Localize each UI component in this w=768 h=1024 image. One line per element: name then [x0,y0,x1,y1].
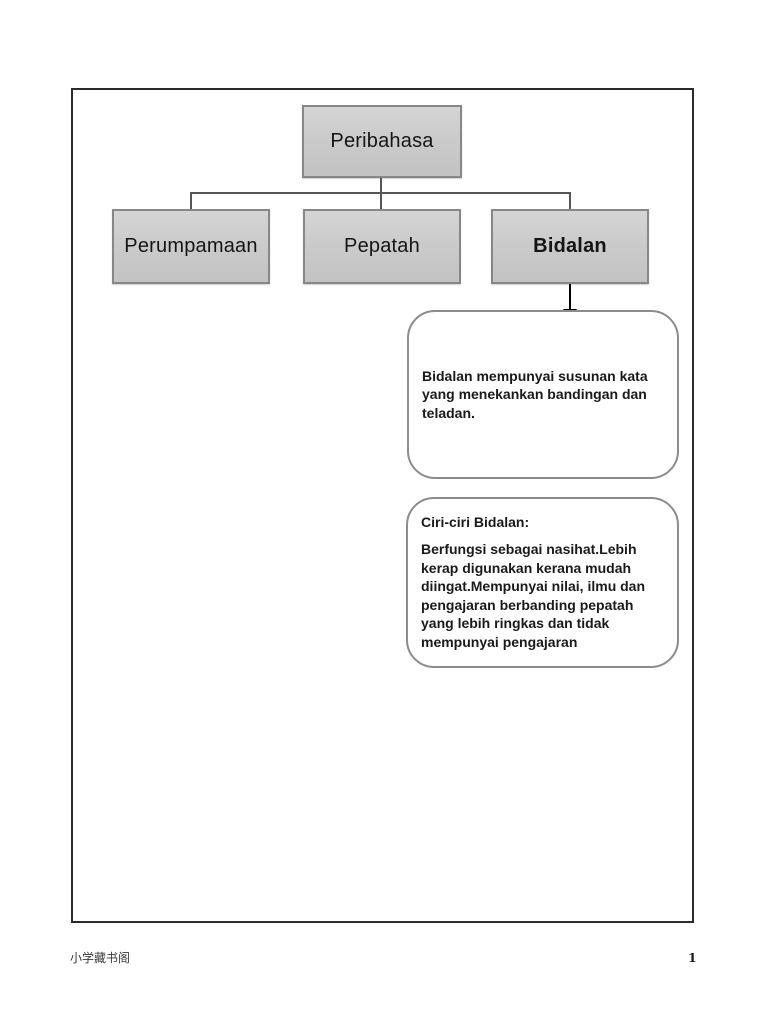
diagram-node-pepatah: Pepatah [303,209,461,284]
footer-watermark-text: 小学藏书阁 [70,951,131,965]
callout-bidalan-characteristics: Ciri-ciri Bidalan: Berfungsi sebagai nas… [406,497,679,668]
callout-characteristics-heading: Ciri-ciri Bidalan: [421,514,530,530]
down-arrow-line [569,284,571,310]
node-label-pepatah: Pepatah [344,235,420,257]
node-label-peribahasa: Peribahasa [330,130,434,152]
connector-drop-bidalan [569,192,571,210]
diagram-node-peribahasa: Peribahasa [302,105,462,178]
connector-root-stem [380,178,382,194]
diagram-node-perumpamaan: Perumpamaan [112,209,270,284]
node-label-perumpamaan: Perumpamaan [124,235,258,257]
connector-drop-perumpamaan [190,192,192,210]
callout-characteristics-body: Berfungsi sebagai nasihat.Lebih kerap di… [421,541,646,650]
callout-definition-text: Bidalan mempunyai susunan kata yang mene… [422,367,648,421]
page-number: 1 [688,950,697,965]
node-label-bidalan: Bidalan [533,235,607,257]
diagram-node-bidalan: Bidalan [491,209,649,284]
connector-drop-pepatah [380,192,382,210]
callout-bidalan-definition: Bidalan mempunyai susunan kata yang mene… [407,310,679,479]
